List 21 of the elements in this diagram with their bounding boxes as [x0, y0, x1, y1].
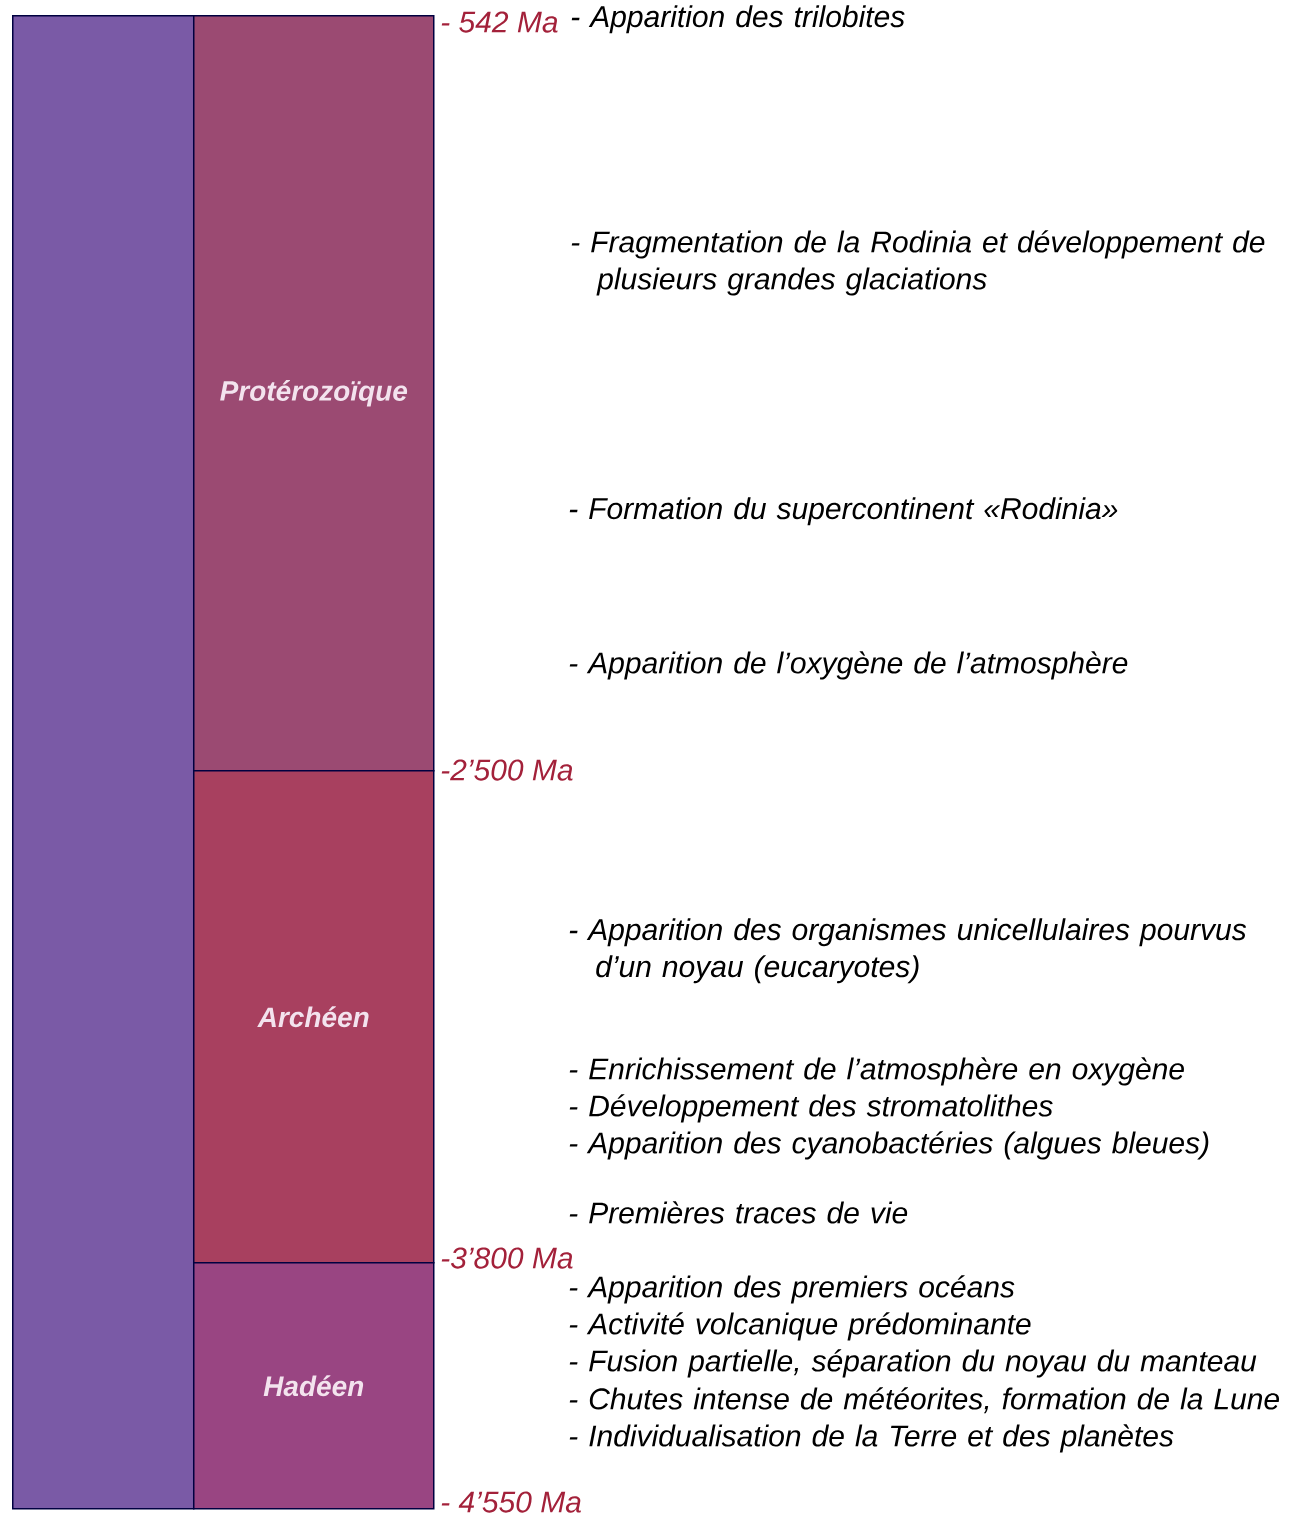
date-label: - 542 Ma — [441, 11, 558, 33]
date-label: -2’500 Ma — [441, 759, 573, 781]
event-text: - Apparition des cyanobactéries (algues bleues) — [569, 1131, 1209, 1160]
event-text: - Fragmentation de la Rodinia et développement de plusieurs grandes glaciations — [571, 230, 1265, 296]
date-label: -3’800 Ma — [441, 1247, 573, 1269]
era-box: Protérozoïque — [193, 15, 435, 772]
event-text: - Apparition des premiers océans — [569, 1275, 1015, 1304]
event-text: - Formation du supercontinent «Rodinia» — [569, 497, 1118, 526]
event-text: - Activité volcanique prédominante — [569, 1312, 1031, 1341]
era-box: Hadéen — [193, 1262, 435, 1510]
event-text: - Apparition des organismes unicellulaires pourvus d’un noyau (eucaryotes) — [569, 918, 1247, 984]
event-text: - Apparition des trilobites — [571, 5, 905, 34]
event-text: - Apparition de l’oxygène de l’atmosphère — [569, 651, 1128, 680]
era-box: Archéen — [193, 770, 435, 1264]
event-text: - Enrichissement de l’atmosphère en oxygène — [569, 1057, 1184, 1086]
eon-bar — [12, 15, 195, 1510]
event-text: - Développement des stromatolithes — [569, 1094, 1053, 1123]
event-text: - Chutes intense de météorites, formation de la Lune — [569, 1387, 1279, 1414]
event-text: - Individualisation de la Terre et des planètes — [569, 1424, 1174, 1453]
event-text: - Premières traces de vie — [569, 1201, 908, 1224]
event-text: - Fusion partielle, séparation du noyau du manteau — [569, 1349, 1257, 1378]
